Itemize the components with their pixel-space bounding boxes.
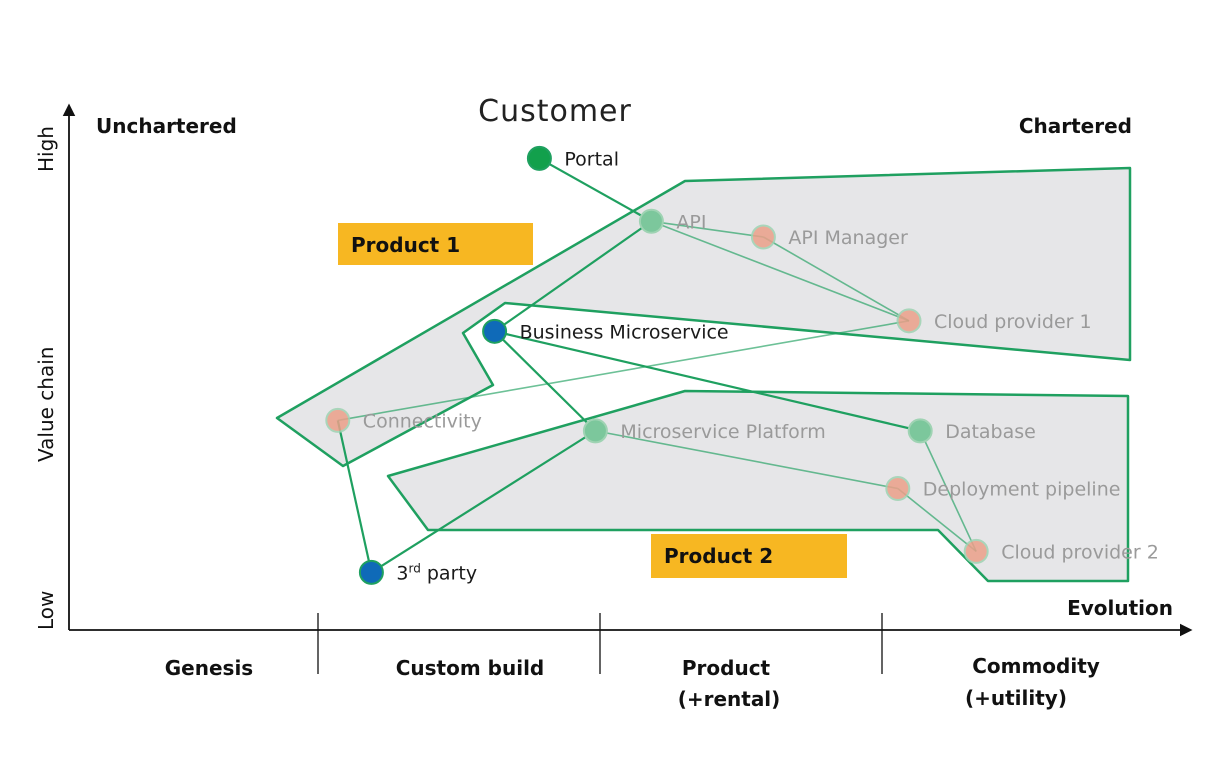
stage-commodity: Commodity xyxy=(972,654,1100,678)
y-axis-high-label: High xyxy=(34,126,58,172)
node-marker xyxy=(963,538,989,564)
component-api-manager[interactable]: API Manager xyxy=(750,224,908,250)
component-portal[interactable]: Portal xyxy=(526,145,619,171)
node-label: Microservice Platform xyxy=(620,421,825,443)
node-label: 3rd party xyxy=(396,561,477,584)
component-connectivity[interactable]: Connectivity xyxy=(325,407,482,433)
node-marker xyxy=(582,418,608,444)
component-third-party[interactable]: 3rd party xyxy=(358,559,477,585)
stage-product-sub: (+rental) xyxy=(678,687,781,711)
node-marker xyxy=(638,208,664,234)
stage-commodity-sub: (+utility) xyxy=(965,686,1067,710)
node-label: Cloud provider 1 xyxy=(934,311,1092,333)
component-cloud-provider-2[interactable]: Cloud provider 2 xyxy=(963,538,1159,564)
product2-tag-box xyxy=(651,534,847,578)
node-label: Business Microservice xyxy=(520,321,729,343)
product-regions xyxy=(275,166,1132,583)
link-microservice_platform-deployment_pipeline xyxy=(595,430,898,490)
link-api-cloud_provider_1 xyxy=(651,220,910,322)
node-label: Connectivity xyxy=(363,410,482,432)
node-marker xyxy=(526,145,552,171)
node-marker xyxy=(907,418,933,444)
node-marker xyxy=(325,407,351,433)
link-connectivity-cloud_provider_1 xyxy=(337,320,910,422)
node-marker xyxy=(358,559,384,585)
link-connectivity-third_party xyxy=(336,420,373,573)
node-label: Portal xyxy=(564,148,619,170)
component-microservice-platform[interactable]: Microservice Platform xyxy=(582,418,826,444)
product1-tag-box xyxy=(338,223,533,265)
node-label: Deployment pipeline xyxy=(923,479,1121,501)
product1-tag[interactable]: Product 1 xyxy=(338,223,533,265)
dependency-links xyxy=(336,157,977,574)
product1-region[interactable] xyxy=(275,166,1132,468)
product1-tag-label: Product 1 xyxy=(351,233,460,257)
component-cloud-provider-1[interactable]: Cloud provider 1 xyxy=(896,308,1092,334)
link-database-cloud_provider_2 xyxy=(919,430,977,552)
node-marker xyxy=(896,308,922,334)
node-marker xyxy=(885,476,911,502)
stage-custom-build: Custom build xyxy=(396,656,545,680)
x-axis-title: Evolution xyxy=(1067,596,1173,620)
link-business_microservice-database xyxy=(494,330,921,432)
node-label: API Manager xyxy=(788,227,908,249)
y-axis-title: Value chain xyxy=(34,347,58,462)
link-deployment_pipeline-cloud_provider_2 xyxy=(897,487,977,553)
link-portal-api xyxy=(538,157,652,223)
component-api[interactable]: API xyxy=(638,208,707,234)
product2-tag-label: Product 2 xyxy=(664,544,773,568)
link-api_manager-cloud_provider_1 xyxy=(763,236,910,322)
y-axis-low-label: Low xyxy=(34,591,58,630)
node-marker xyxy=(482,318,508,344)
chartered-label: Chartered xyxy=(1019,114,1132,138)
node-label: Database xyxy=(945,421,1036,443)
node-marker xyxy=(750,224,776,250)
map-title: Customer xyxy=(478,94,632,129)
component-database[interactable]: Database xyxy=(907,418,1036,444)
unchartered-label: Unchartered xyxy=(96,114,237,138)
stage-product: Product xyxy=(682,656,771,680)
node-label: Cloud provider 2 xyxy=(1001,541,1159,563)
product2-region[interactable] xyxy=(386,389,1130,583)
stage-genesis: Genesis xyxy=(165,656,253,680)
node-label: API xyxy=(676,211,706,233)
component-deployment-pipeline[interactable]: Deployment pipeline xyxy=(885,476,1121,502)
link-api-api_manager xyxy=(651,220,764,238)
link-third_party-microservice_platform xyxy=(370,429,596,574)
link-business_microservice-microservice_platform xyxy=(493,330,597,432)
link-api-business_microservice xyxy=(493,220,653,333)
product2-tag[interactable]: Product 2 xyxy=(651,534,847,578)
component-business-microservice[interactable]: Business Microservice xyxy=(482,318,729,344)
